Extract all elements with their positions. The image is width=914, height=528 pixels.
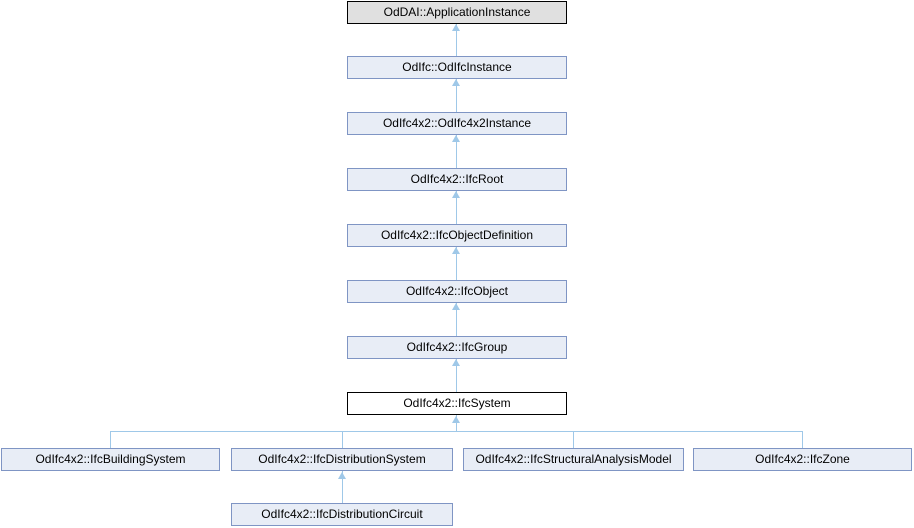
edge-drop-buildingsystem <box>110 431 111 448</box>
arrow-up-icon <box>338 472 346 479</box>
edge-line-system-to-group <box>456 359 457 392</box>
arrow-up-icon <box>452 79 460 86</box>
arrow-up-icon <box>452 191 460 198</box>
class-node-odifc4x2-ifcgroup[interactable]: OdIfc4x2::IfcGroup <box>347 336 567 359</box>
edge-line-circuit-to-distributionsystem <box>342 471 343 503</box>
class-node-odifc4x2-ifcobject[interactable]: OdIfc4x2::IfcObject <box>347 280 567 303</box>
class-node-odifc4x2-ifcstructuralanalysismodel[interactable]: OdIfc4x2::IfcStructuralAnalysisModel <box>463 448 684 471</box>
edge-bus-derived-classes <box>110 431 803 432</box>
class-node-odifc4x2-ifcdistributionsystem[interactable]: OdIfc4x2::IfcDistributionSystem <box>231 448 453 471</box>
edge-line-instance-to-application <box>456 24 457 56</box>
class-node-odifc4x2-ifczone[interactable]: OdIfc4x2::IfcZone <box>693 448 912 471</box>
arrow-up-icon <box>452 135 460 142</box>
edge-line-group-to-object <box>456 303 457 336</box>
edge-drop-zone <box>802 431 803 448</box>
class-node-oddai-applicationinstance[interactable]: OdDAI::ApplicationInstance <box>347 1 567 24</box>
class-node-odifc4x2-odifc4x2instance[interactable]: OdIfc4x2::OdIfc4x2Instance <box>347 112 567 135</box>
class-node-odifc4x2-ifcbuildingsystem[interactable]: OdIfc4x2::IfcBuildingSystem <box>1 448 220 471</box>
edge-line-objectdefinition-to-root <box>456 191 457 224</box>
class-node-odifc4x2-ifcsystem: OdIfc4x2::IfcSystem <box>347 392 567 415</box>
edge-drop-structuralanalysismodel <box>573 431 574 448</box>
edge-drop-distributionsystem <box>342 431 343 448</box>
edge-stub-derived-to-system <box>456 415 457 431</box>
arrow-up-icon <box>452 247 460 254</box>
arrow-up-icon <box>452 359 460 366</box>
class-node-odifc-odifcinstance[interactable]: OdIfc::OdIfcInstance <box>347 56 567 79</box>
arrow-up-icon <box>452 416 460 423</box>
edge-line-object-to-objectdefinition <box>456 247 457 280</box>
arrow-up-icon <box>452 24 460 31</box>
class-node-odifc4x2-ifcobjectdefinition[interactable]: OdIfc4x2::IfcObjectDefinition <box>347 224 567 247</box>
class-node-odifc4x2-ifcroot[interactable]: OdIfc4x2::IfcRoot <box>347 168 567 191</box>
edge-line-4x2instance-to-instance <box>456 79 457 112</box>
class-node-odifc4x2-ifcdistributioncircuit[interactable]: OdIfc4x2::IfcDistributionCircuit <box>231 503 453 526</box>
arrow-up-icon <box>452 303 460 310</box>
edge-line-root-to-4x2instance <box>456 135 457 168</box>
